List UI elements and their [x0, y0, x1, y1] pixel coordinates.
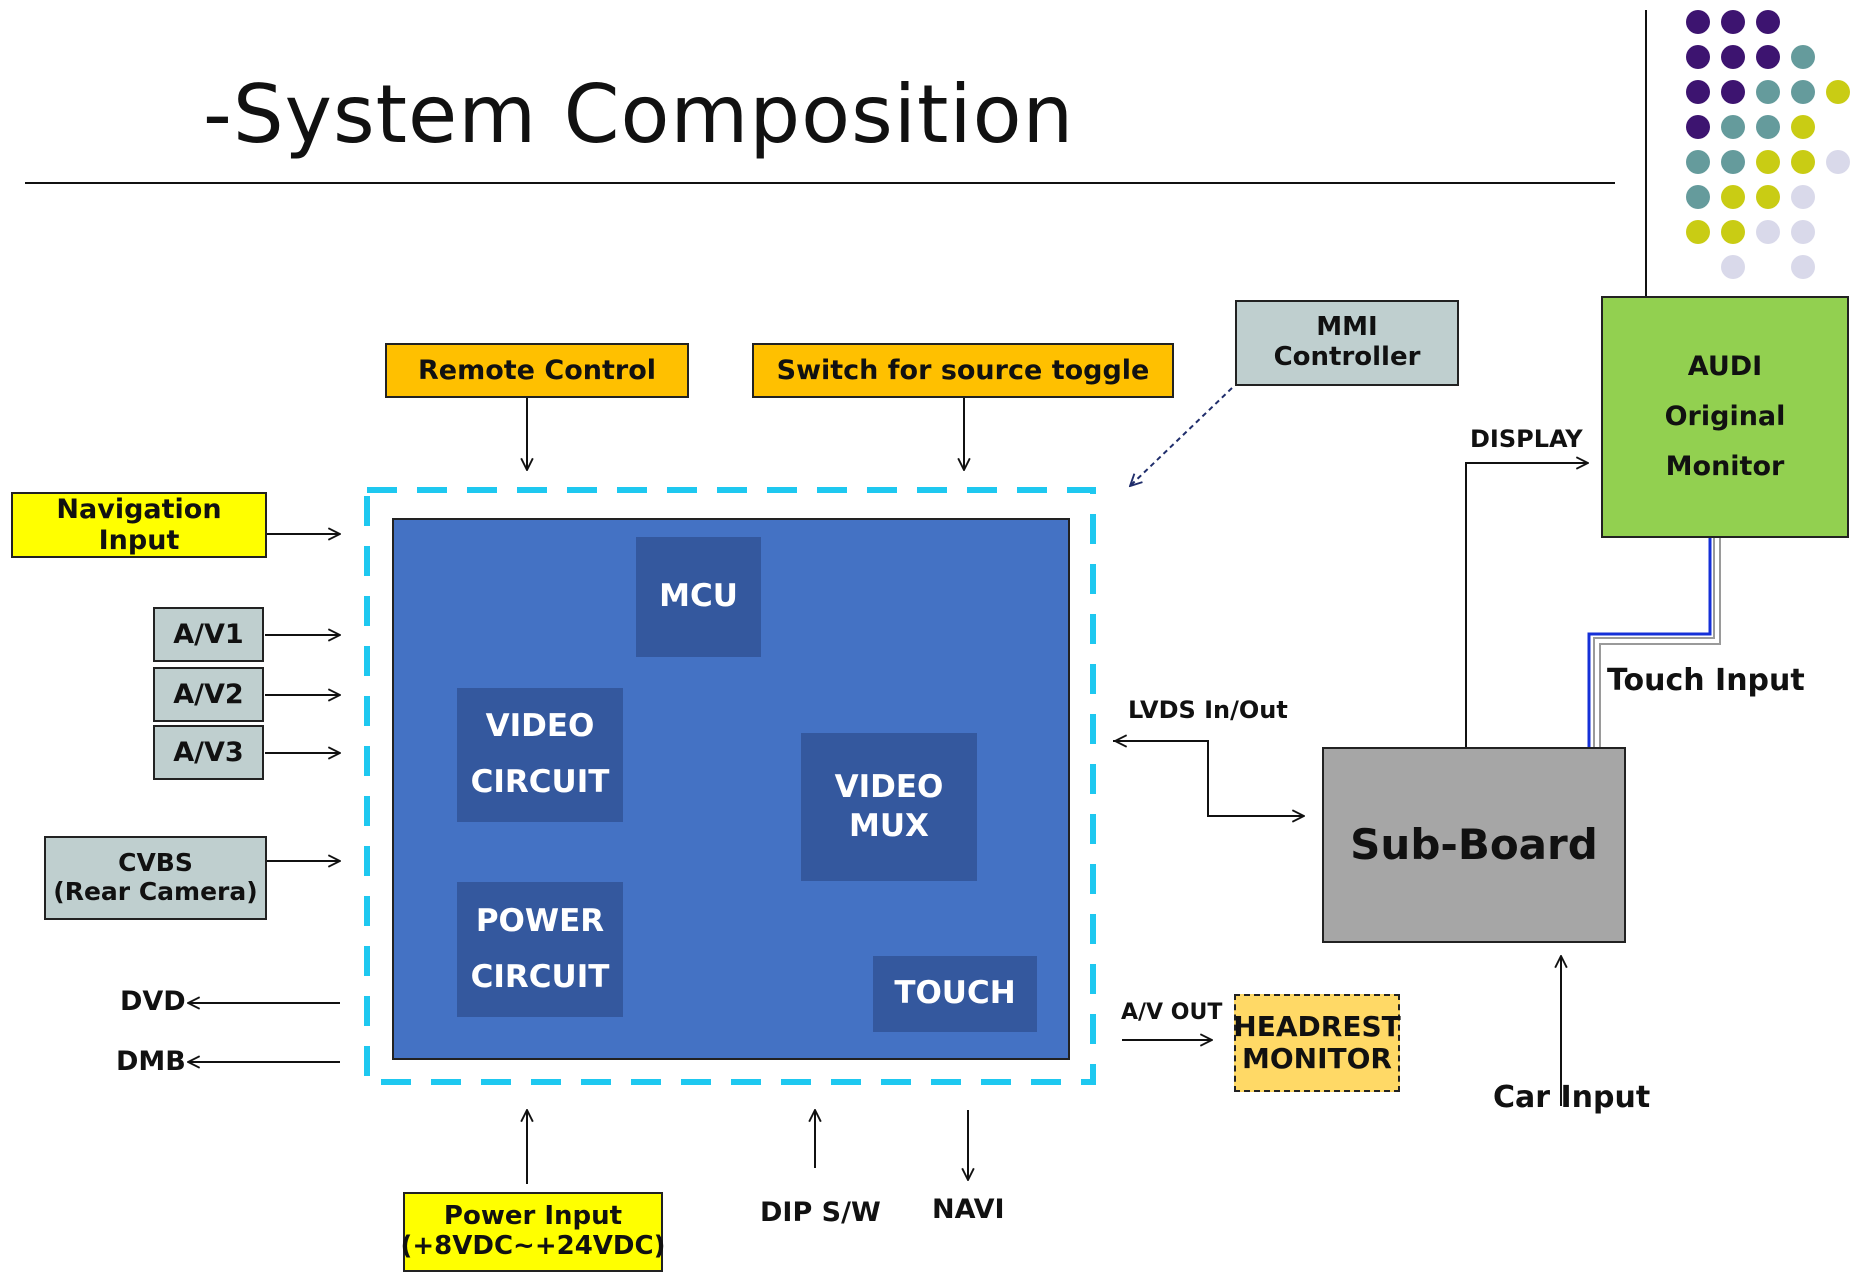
- mmi-controller-label-2: Controller: [1273, 342, 1421, 372]
- navi-label: NAVI: [932, 1194, 1005, 1225]
- audi-monitor-label-2: Original Monitor: [1664, 401, 1786, 482]
- page-title: -System Composition: [203, 68, 1075, 161]
- dmb-label: DMB: [116, 1046, 186, 1077]
- lvds-label: LVDS In/Out: [1128, 696, 1288, 724]
- power-circuit-block: POWER CIRCUIT: [457, 882, 623, 1017]
- headrest-monitor-box: HEADREST MONITOR: [1233, 994, 1401, 1092]
- dvd-label: DVD: [120, 986, 186, 1017]
- touch-input-label: Touch Input: [1607, 663, 1805, 698]
- dashed-frame: [364, 487, 1096, 1085]
- navigation-input-box: Navigation Input: [11, 492, 267, 558]
- power-input-label-1: Power Input: [443, 1201, 623, 1232]
- audi-original-monitor-box: AUDI Original Monitor: [1601, 296, 1849, 538]
- power-input-label-2: (+8VDC~+24VDC): [400, 1231, 666, 1261]
- av1-box: A/V1: [153, 607, 264, 662]
- display-label: DISPLAY: [1470, 425, 1583, 453]
- power-input-box: Power Input (+8VDC~+24VDC): [400, 1192, 666, 1272]
- mmi-controller-label-1: MMI: [1316, 312, 1378, 343]
- power-circuit-label-2: CIRCUIT: [470, 958, 610, 995]
- cvbs-label-1: CVBS: [118, 848, 193, 878]
- video-circuit-label-2: CIRCUIT: [470, 764, 610, 800]
- cvbs-label-2: (Rear Camera): [53, 877, 258, 906]
- video-mux-label-1: VIDEO: [834, 769, 944, 806]
- video-mux-block: VIDEO MUX: [801, 733, 977, 881]
- dip-switch-label: DIP S/W: [760, 1197, 881, 1228]
- mmi-controller-box: MMI Controller: [1235, 300, 1459, 386]
- remote-control-box: Remote Control: [385, 343, 689, 398]
- video-circuit-label-1: VIDEO: [485, 708, 595, 745]
- headrest-label-2: MONITOR: [1242, 1042, 1392, 1075]
- car-input-label: Car Input: [1493, 1080, 1651, 1115]
- audi-monitor-label-1: AUDI: [1687, 351, 1763, 383]
- av3-box: A/V3: [153, 725, 264, 780]
- av-out-label: A/V OUT: [1121, 1000, 1223, 1025]
- mcu-block: MCU: [636, 537, 761, 657]
- av2-box: A/V2: [153, 667, 264, 722]
- power-circuit-label-1: POWER: [475, 902, 605, 939]
- video-mux-label-2: MUX: [849, 808, 929, 844]
- video-circuit-block: VIDEO CIRCUIT: [457, 688, 623, 822]
- headrest-label-1: HEADREST: [1233, 1009, 1401, 1043]
- source-toggle-switch-box: Switch for source toggle: [752, 343, 1174, 398]
- touch-block: TOUCH: [873, 956, 1037, 1032]
- cvbs-rear-camera-box: CVBS (Rear Camera): [44, 836, 267, 920]
- sub-board-box: Sub-Board: [1322, 747, 1626, 943]
